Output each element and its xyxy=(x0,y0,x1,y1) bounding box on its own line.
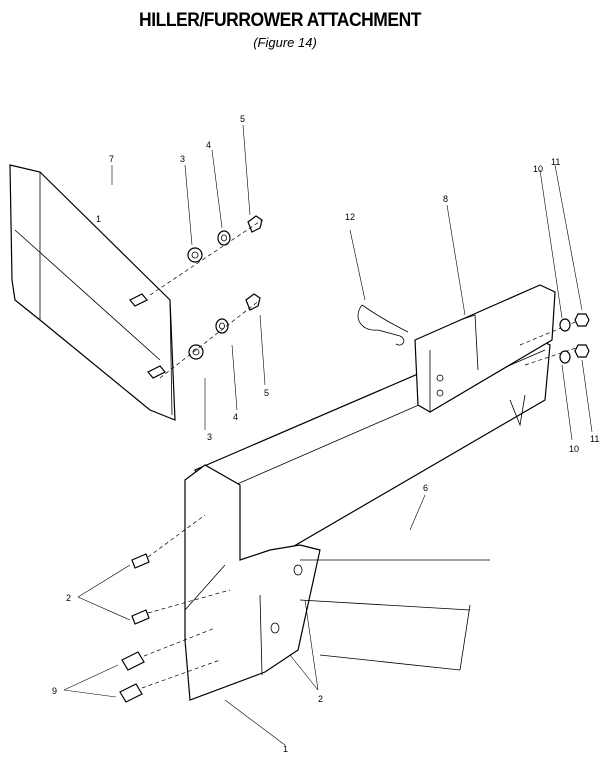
callout-11-top: 11 xyxy=(551,157,560,167)
callout-1-top: 1 xyxy=(96,214,101,224)
callout-10-top: 10 xyxy=(533,164,543,174)
callout-4-bottom: 4 xyxy=(233,412,238,422)
callout-3-top: 3 xyxy=(180,154,185,164)
leader-lines xyxy=(63,124,593,746)
shank-body xyxy=(299,559,490,671)
figure-caption: (Figure 14) xyxy=(253,35,317,50)
callout-4-top: 4 xyxy=(206,140,211,150)
callout-2-left: 2 xyxy=(66,593,71,603)
mounting-plate-part-1 xyxy=(184,464,321,701)
hardware-bottom-row xyxy=(159,293,261,379)
callout-6: 6 xyxy=(423,483,428,493)
shoulder-bolts-part-9 xyxy=(119,627,221,703)
hardware-top-row xyxy=(149,215,263,296)
carriage-bolts-part-2 xyxy=(131,514,231,625)
callout-8: 8 xyxy=(443,194,448,204)
callout-3-bottom: 3 xyxy=(207,432,212,442)
callout-5-bottom: 5 xyxy=(264,388,269,398)
callout-9: 9 xyxy=(52,686,57,696)
callout-2-right: 2 xyxy=(318,694,323,704)
bracket-plate-part-8 xyxy=(414,284,586,413)
callout-11-bottom: 11 xyxy=(590,434,599,444)
callout-5-top: 5 xyxy=(240,114,245,124)
page-title: HILLER/FURROWER ATTACHMENT xyxy=(139,10,421,31)
callout-1: 1 xyxy=(283,744,288,754)
callout-10-bottom: 10 xyxy=(569,444,579,454)
hitch-pin-part-12 xyxy=(357,304,409,346)
callout-7: 7 xyxy=(109,154,114,164)
furrower-wing-part-7 xyxy=(9,164,176,421)
callout-12: 12 xyxy=(345,212,355,222)
bracket-hardware-10-11 xyxy=(559,313,590,364)
